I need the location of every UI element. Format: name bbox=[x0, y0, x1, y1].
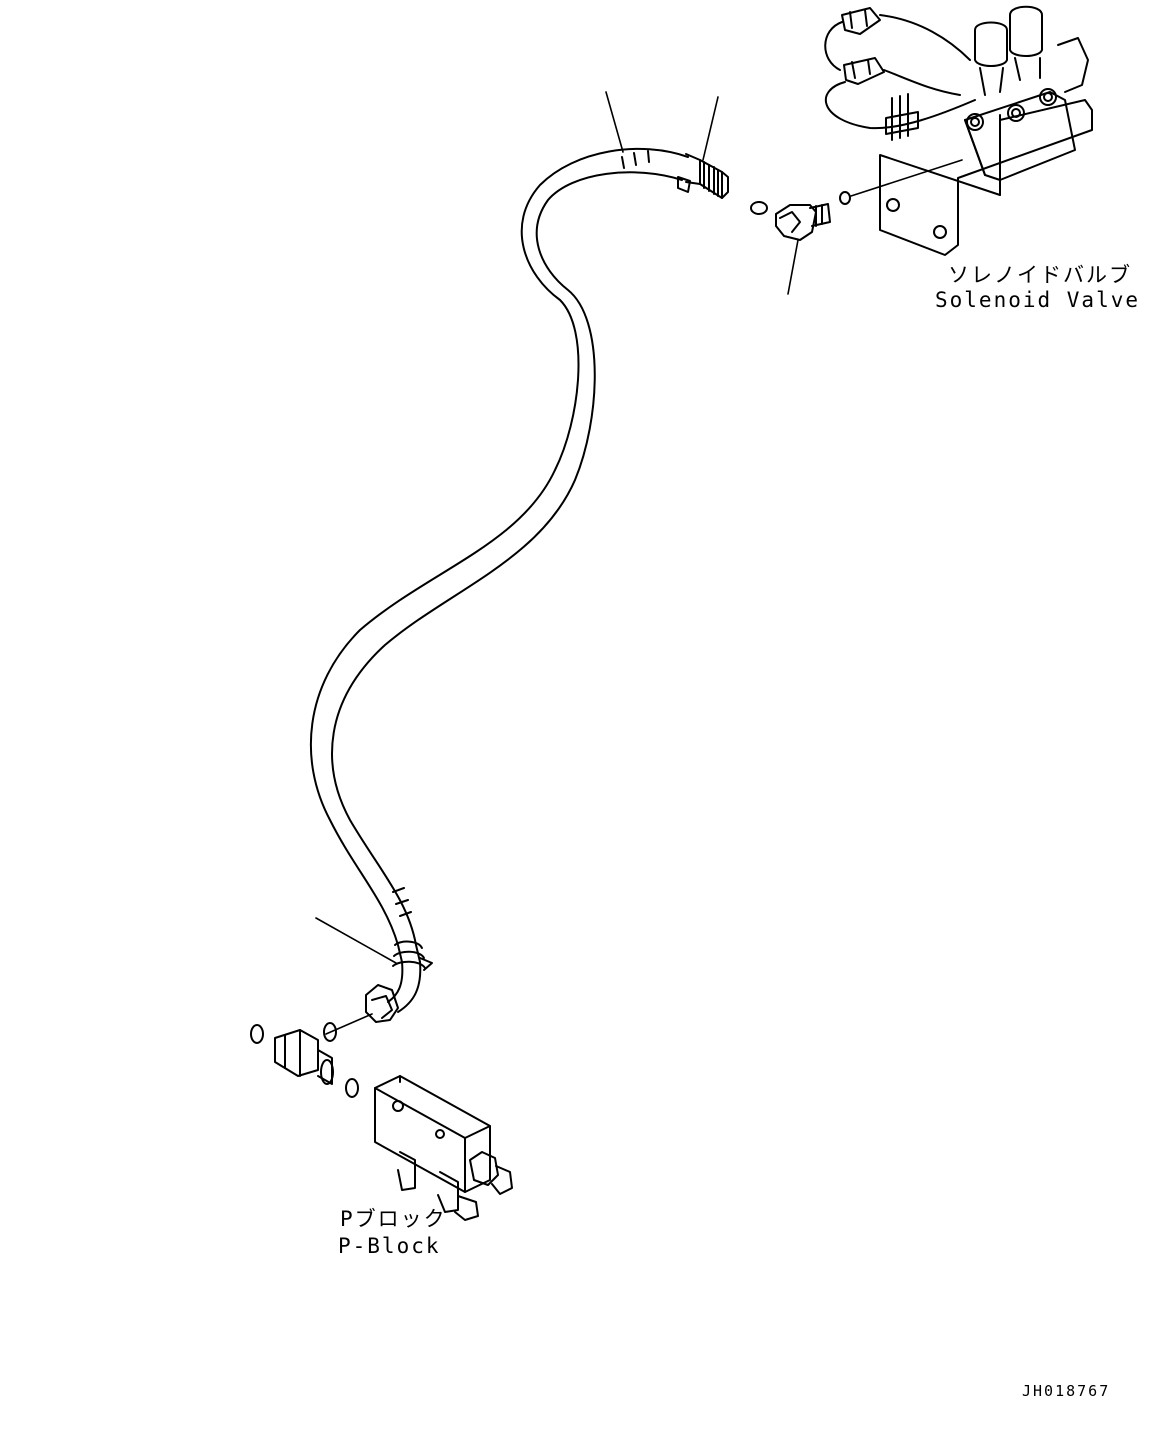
solenoid-valve-drawing bbox=[825, 7, 1092, 255]
o-ring bbox=[251, 1025, 263, 1043]
straight-connector bbox=[275, 1030, 333, 1084]
hose-top-fitting bbox=[678, 154, 728, 198]
o-ring bbox=[840, 192, 850, 204]
p-block-label-jp: Pブロック bbox=[340, 1207, 447, 1231]
drawing-code: JH018767 bbox=[1022, 1382, 1111, 1400]
p-block-drawing bbox=[375, 1076, 512, 1220]
leader-lines bbox=[316, 92, 962, 1034]
o-ring bbox=[751, 202, 767, 214]
o-ring bbox=[346, 1079, 358, 1097]
p-block-label-en: P-Block bbox=[338, 1234, 441, 1258]
hose-elbow bbox=[366, 962, 420, 1022]
solenoid-valve-label-jp: ソレノイドバルブ bbox=[948, 263, 1132, 287]
hydraulic-hose bbox=[311, 149, 688, 970]
o-ring bbox=[324, 1023, 336, 1041]
adapter-fitting bbox=[776, 204, 830, 240]
solenoid-valve-label-en: Solenoid Valve bbox=[935, 288, 1141, 312]
